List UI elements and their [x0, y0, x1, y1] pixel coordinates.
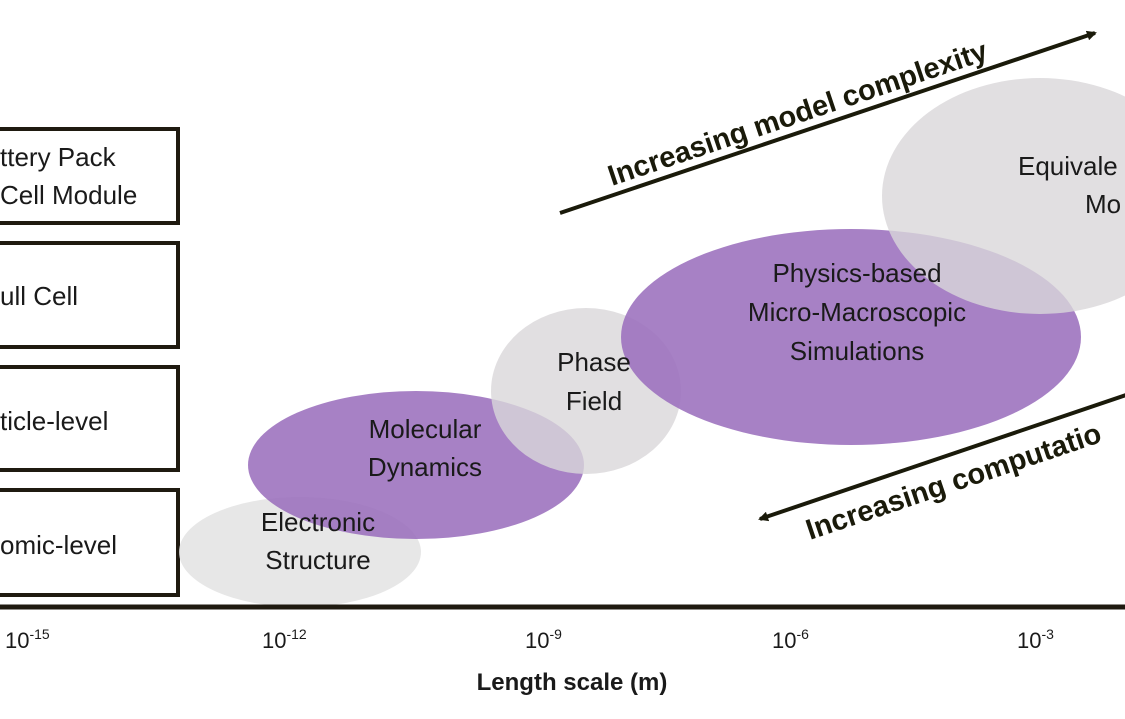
model-label: Molecular: [369, 414, 482, 444]
tick-label: 10-12: [262, 626, 307, 653]
model-label: Structure: [265, 545, 371, 575]
level-label: omic-level: [0, 530, 117, 560]
model-label: Simulations: [790, 336, 924, 366]
model-label: Dynamics: [368, 452, 482, 482]
level-label: ticle-level: [0, 406, 108, 436]
level-box-pack: ttery Pack Cell Module: [0, 127, 180, 225]
tick-label: 10-15: [5, 626, 50, 653]
ellipse-molecular-dynamics: [248, 391, 584, 539]
model-label: Mo: [1085, 189, 1121, 219]
complexity-arrow: [559, 30, 1097, 215]
level-box-atomic: omic-level: [0, 488, 180, 597]
level-box-full-cell: ull Cell: [0, 241, 180, 349]
computational-cost-arrow: [758, 393, 1125, 522]
x-axis-title: Length scale (m): [477, 669, 668, 696]
tick-label: 10-6: [772, 626, 809, 653]
model-label: Equivale: [1018, 151, 1118, 181]
model-label: Physics-based: [772, 258, 941, 288]
level-box-particle: ticle-level: [0, 365, 180, 472]
level-label: ull Cell: [0, 281, 78, 311]
model-label: Micro-Macroscopic: [748, 297, 966, 327]
model-label: Field: [566, 386, 622, 416]
level-label: ttery Pack: [0, 142, 117, 172]
level-label: Cell Module: [0, 180, 137, 210]
model-label: Phase: [557, 347, 631, 377]
model-label: Electronic: [261, 507, 375, 537]
tick-label: 10-9: [525, 626, 562, 653]
ellipse-equivalent-circuit: [882, 78, 1125, 314]
tick-label: 10-3: [1017, 626, 1054, 653]
